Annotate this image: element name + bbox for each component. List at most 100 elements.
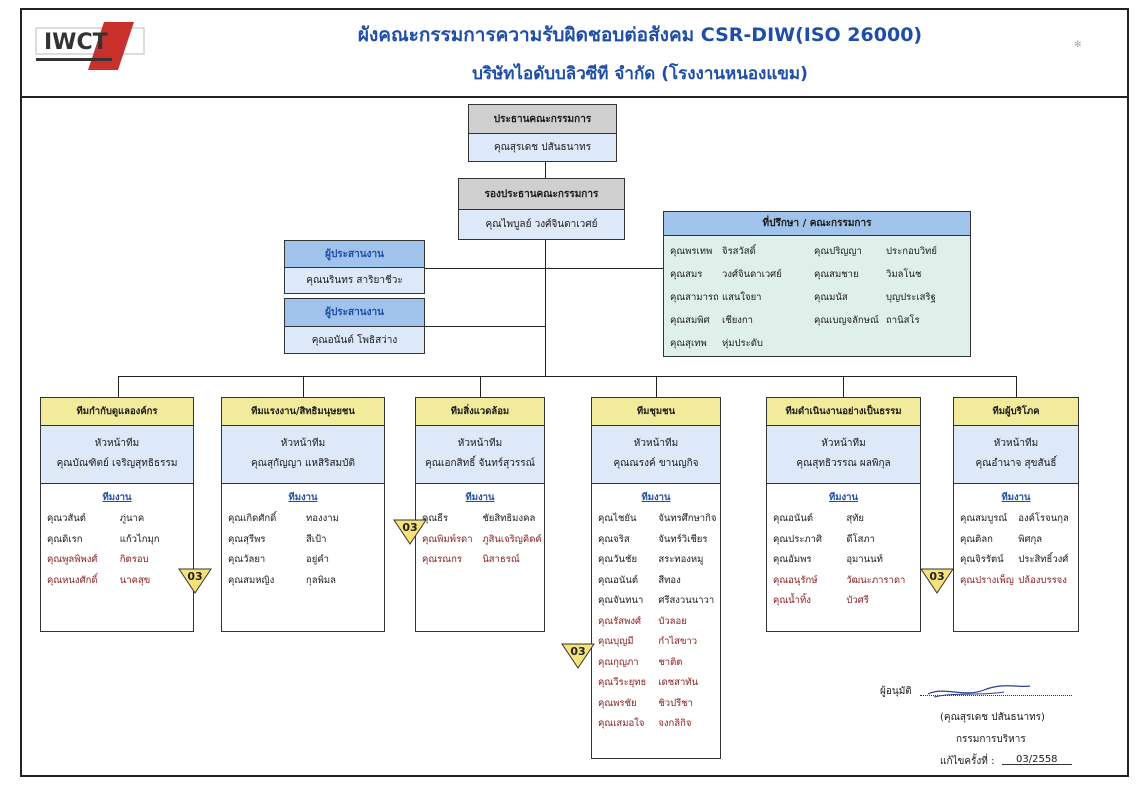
team-members-list: คุณธีรชัยสิทธิมงคลคุณพิมพ์รดาภูสินเจริญค…: [416, 505, 544, 575]
member-first-name: คุณอนุรักษ์: [773, 574, 818, 586]
company-logo: IWCT: [34, 20, 146, 72]
team-member: คุณจิรรัตน์ ประสิทธิ์วงศ์: [960, 550, 1072, 571]
member-first-name: คุณอนันต์: [773, 513, 814, 524]
member-first-name: คุณอนันต์: [598, 574, 639, 586]
member-first-name: คุณประภาศิ: [773, 533, 823, 545]
team-members-heading: ทีมงาน: [1001, 492, 1031, 503]
advisor-first: คุณมนัส: [814, 292, 848, 303]
team-members-list: คุณเกิดศักดิ์ทองงามคุณสุรีพรสีเป้าคุณวัล…: [222, 505, 384, 595]
member-last-name: วัฒนะภาราดา: [846, 574, 906, 586]
approver-label: ผู้อนุมัติ: [880, 686, 912, 697]
revision-badge-team3: 03: [393, 519, 427, 545]
team-members-heading: ทีมงาน: [465, 492, 495, 503]
member-first-name: คุณไชยัน: [598, 513, 637, 524]
team-lead-name: คุณบัณฑิตย์ เจริญสุทธิธรรม: [56, 458, 178, 469]
vice-chairman-box: รองประธานคณะกรรมการ คุณไพบูลย์ วงศ์จินดา…: [458, 178, 625, 240]
member-last-name: จันทรศึกษากิจ: [658, 513, 717, 524]
team-members-heading: ทีมงาน: [288, 492, 318, 503]
team-lead-label: หัวหน้าทีม: [94, 438, 140, 449]
team-lead-label: หัวหน้าทีม: [993, 438, 1039, 449]
member-first-name: คุณสมบูรณ์: [960, 513, 1008, 524]
team-members-list: คุณอนันต์สุทัยคุณประภาศิดีโสภาคุณอัมพรอุ…: [767, 505, 920, 616]
member-first-name: คุณจิรรัตน์: [960, 554, 1004, 565]
team-lead-name: คุณสุกัญญา แหสิริสมบัติ: [250, 458, 355, 469]
advisor-last: จิรสวัสดิ์: [722, 246, 756, 257]
member-last-name: ภู่นาค: [119, 513, 145, 524]
approver-position: กรรมการบริหาร: [956, 734, 1026, 745]
team-members-heading: ทีมงาน: [102, 492, 132, 503]
team-member: คุณจริสจันทร์วิเชียร: [598, 530, 714, 551]
member-first-name: คุณพรชัย: [598, 697, 637, 709]
team-title: ทีมกำกับดูแลองค์กร: [41, 398, 193, 426]
member-last-name: บัวลอย: [658, 615, 687, 627]
team-member: คุณไชยัน จันทรศึกษากิจ: [598, 509, 717, 530]
vice-chairman-role: รองประธานคณะกรรมการ: [459, 179, 624, 210]
company-name: บริษัทไอดับบลิวซีที จำกัด (โรงงานหนองแขม…: [472, 64, 808, 84]
member-first-name: คุณวันชัย: [598, 554, 638, 565]
connector-chair-vice: [545, 162, 546, 178]
member-last-name: บัวศรี: [846, 595, 869, 606]
member-first-name: คุณวีระยุทธ: [598, 677, 647, 688]
page-frame: [20, 8, 1129, 777]
member-last-name: ศรีสงวนนาวา: [658, 595, 715, 606]
coordinator-2-name: คุณอนันต์ โพธิสว่าง: [285, 327, 424, 353]
team-member: คุณหนงศักดิ์นาคสุข: [47, 571, 187, 592]
connector-team4: [656, 376, 657, 397]
team-fair-operations: ทีมดำเนินงานอย่างเป็นธรรมหัวหน้าทีมคุณสุ…: [766, 397, 921, 632]
advisor-last: [886, 332, 966, 355]
advisor-last: วิมลโนช: [886, 269, 922, 280]
approver-name: (คุณสุรเดช ปสันธนาทร): [940, 712, 1045, 723]
chart-title: ผังคณะกรรมการความรับผิดชอบต่อสังคม CSR-D…: [357, 24, 923, 46]
advisor-first: คุณปริญญา: [814, 246, 862, 257]
vice-chairman-name: คุณไพบูลย์ วงศ์จินดาเวศย์: [459, 210, 624, 239]
revision-badge-text: 03: [929, 570, 945, 583]
team-member: คุณเสมอใจ จงกลิกิจ: [598, 714, 714, 735]
team-member: คุณประภาศิ ดีโสภา: [773, 530, 914, 551]
member-last-name: ประสิทธิ์วงศ์: [1018, 554, 1069, 565]
advisor-last: วงศ์จินดาเวศย์: [722, 269, 782, 280]
team-lead: หัวหน้าทีมคุณสุกัญญา แหสิริสมบัติ: [222, 426, 384, 484]
team-member: คุณอนุรักษ์ วัฒนะภาราดา: [773, 571, 914, 592]
team-governance: ทีมกำกับดูแลองค์กรหัวหน้าทีมคุณบัณฑิตย์ …: [40, 397, 194, 632]
advisor-last: เชียงกา: [722, 315, 753, 326]
member-first-name: คุณกุญภา: [598, 656, 639, 668]
team-lead: หัวหน้าทีมคุณบัณฑิตย์ เจริญสุทธิธรรม: [41, 426, 193, 484]
team-member: คุณวันชัย สระทองหมู: [598, 550, 714, 571]
team-members-heading: ทีมงาน: [829, 492, 858, 503]
revision-badge-text: 03: [570, 645, 586, 658]
member-last-name: กิตรอบ: [119, 554, 149, 565]
member-last-name: ทองงาม: [306, 513, 339, 524]
team-member: คุณวีระยุทธเดชสาทัน: [598, 673, 714, 694]
connector-team5: [843, 376, 844, 397]
member-last-name: ดีโสภา: [846, 533, 875, 545]
member-first-name: คุณเสมอใจ: [598, 718, 645, 729]
member-first-name: คุณดิเรก: [47, 533, 83, 545]
member-last-name: สุทัย: [846, 513, 864, 524]
member-last-name: จงกลิกิจ: [658, 718, 692, 729]
coordinator-2-role: ผู้ประสานงาน: [285, 299, 424, 327]
advisor-last: ถานิสโร: [886, 315, 920, 326]
team-member: คุณน้ำทิ้งบัวศรี: [773, 591, 914, 612]
member-last-name: พิศกุล: [1018, 533, 1043, 545]
coordinator-1-name: คุณนรินทร สาริยาชีวะ: [285, 268, 424, 293]
team-lead: หัวหน้าทีมคุณสุทธิวรรณ ผลพิกุล: [767, 426, 920, 484]
team-member: คุณบุญมีกำไสขาว: [598, 632, 714, 653]
chairman-role: ประธานคณะกรรมการ: [469, 105, 616, 134]
member-first-name: คุณเกิดศักดิ์: [228, 513, 277, 524]
team-lead-label: หัวหน้าทีม: [633, 438, 679, 449]
svg-text:IWCT: IWCT: [44, 30, 108, 55]
revision-badge-team4: 03: [561, 643, 595, 669]
member-first-name: คุณรัสพงศ์: [598, 615, 642, 627]
signature-mark: [927, 685, 1031, 698]
signature-line: [920, 695, 1072, 696]
team-members-list: คุณสมบูรณ์องค์โรจนกุลคุณติลกพิศกุลคุณจิร…: [954, 505, 1078, 595]
member-last-name: กำไสขาว: [658, 636, 698, 647]
member-first-name: คุณจริส: [598, 533, 630, 545]
advisors-list: คุณพรเทพ จิรสวัสดิ์ คุณปริญญา ประกอบวิทย…: [664, 236, 970, 359]
revision-underline: [1002, 764, 1072, 765]
member-last-name: สระทองหมู: [658, 554, 704, 565]
member-first-name: คุณอัมพร: [773, 554, 812, 565]
team-member: คุณพูลพิพงศ์กิตรอบ: [47, 550, 187, 571]
team-member: คุณสมบูรณ์องค์โรจนกุล: [960, 509, 1072, 530]
member-first-name: คุณสมหญิง: [228, 574, 275, 586]
